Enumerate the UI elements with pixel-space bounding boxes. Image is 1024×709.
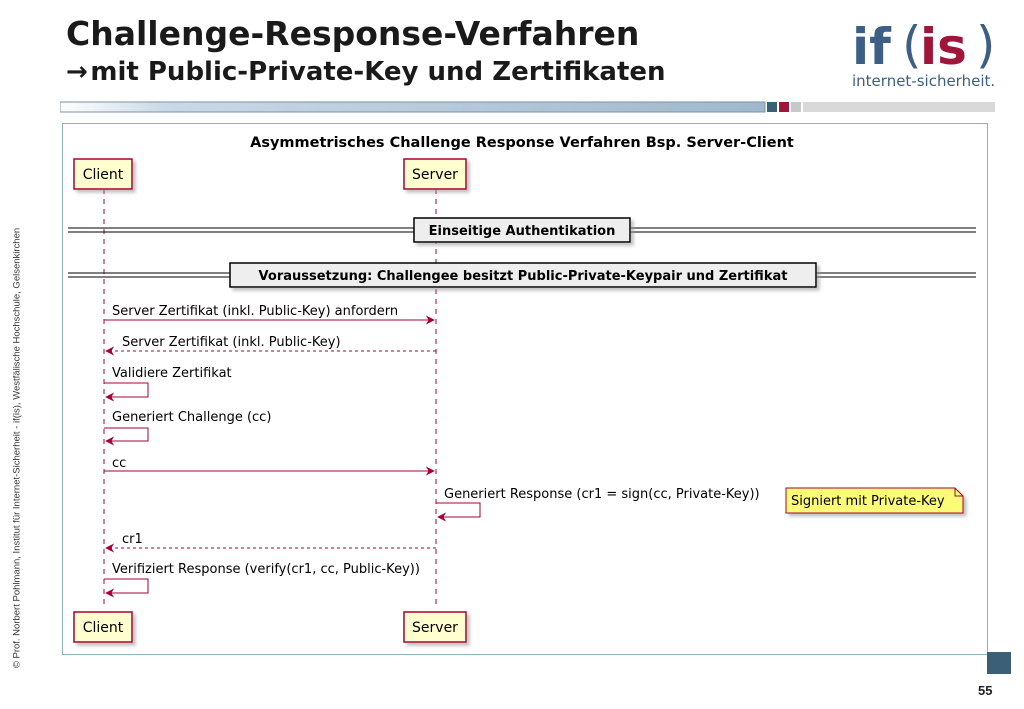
logo-is: is — [920, 18, 967, 76]
message-1-label: Server Zertifikat (inkl. Public-Key) anf… — [112, 304, 398, 319]
title-line-1: Challenge-Response-Verfahren — [66, 14, 640, 53]
participant-client-top — [73, 158, 133, 190]
divider-pre-box — [229, 262, 817, 288]
participant-client-bottom — [73, 611, 133, 643]
slide-title: Challenge-Response-Verfahren → mit Publi… — [66, 14, 666, 90]
participant-server-top-label: Server — [412, 167, 458, 183]
diagram-frame — [62, 123, 988, 655]
note-fold — [954, 488, 963, 497]
participant-server-bottom-label: Server — [412, 620, 458, 636]
message-7-label: cr1 — [122, 532, 143, 547]
logo-open-paren: ( — [902, 16, 922, 74]
message-6-arrow — [436, 502, 481, 522]
message-3-arrow — [104, 382, 149, 402]
page-number: 55 — [978, 683, 993, 698]
note-box — [785, 487, 964, 514]
copyright-sidebar: © Prof. Norbert Pohlmann, Institut für I… — [6, 200, 28, 695]
note-label: Signiert mit Private-Key — [791, 494, 945, 509]
logo-subtitle: internet-sicherheit. — [852, 72, 996, 90]
divider-auth-label: Einseitige Authentikation — [429, 224, 616, 239]
title-line-2-text: mit Public-Private-Key und Zertifikaten — [90, 57, 666, 87]
message-8-arrow — [104, 578, 149, 598]
arrow-icon: → — [66, 57, 88, 87]
message-6-label: Generiert Response (cr1 = sign(cc, Priva… — [444, 487, 760, 502]
logo-if: if — [852, 18, 892, 76]
title-line-2: → mit Public-Private-Key und Zertifikate… — [66, 54, 666, 90]
participant-client-top-label: Client — [83, 167, 124, 183]
sequence-diagram: Asymmetrisches Challenge Response Verfah… — [68, 135, 976, 643]
divider-pre-label: Voraussetzung: Challengee besitzt Public… — [259, 269, 788, 284]
participant-server-bottom — [403, 611, 467, 643]
divider-auth-box — [413, 217, 631, 243]
participant-server-top — [403, 158, 467, 190]
message-4-label: Generiert Challenge (cc) — [112, 410, 271, 425]
copyright-text: © Prof. Norbert Pohlmann, Institut für I… — [11, 227, 23, 668]
message-3-label: Validiere Zertifikat — [112, 366, 232, 381]
diagram-title: Asymmetrisches Challenge Response Verfah… — [250, 135, 794, 151]
ifis-logo: if ( is ) — [852, 16, 996, 76]
message-4-arrow — [104, 427, 149, 446]
corner-block — [987, 652, 1011, 674]
message-8-label: Verifiziert Response (verify(cr1, cc, Pu… — [112, 562, 420, 577]
message-2-label: Server Zertifikat (inkl. Public-Key) — [122, 335, 341, 350]
title-bar — [60, 101, 995, 113]
logo-close-paren: ) — [976, 16, 996, 74]
message-5-label: cc — [112, 456, 126, 471]
participant-client-bottom-label: Client — [83, 620, 124, 636]
